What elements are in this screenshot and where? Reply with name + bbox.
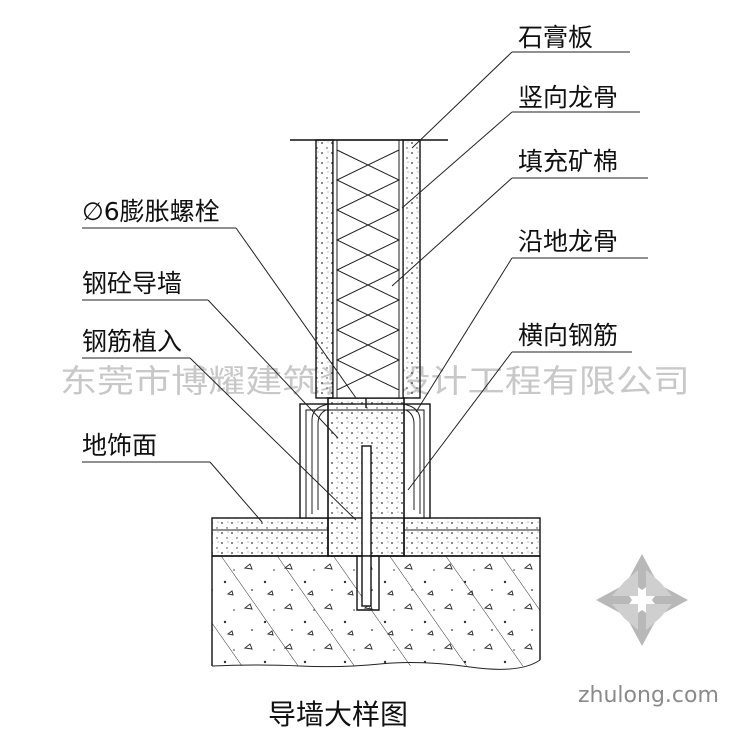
zhulong-logo-icon: [596, 554, 688, 646]
implanted-rebar: [356, 445, 380, 611]
base-slab: [211, 555, 541, 670]
label-floor-finish: 地饰面: [82, 431, 157, 460]
floor-finish-layer: [211, 517, 541, 557]
label-mineral-wool: 填充矿棉: [518, 147, 618, 176]
label-rebar-implant: 钢筋植入: [82, 327, 182, 356]
zhulong-logo-text: zhulong.com: [578, 683, 719, 708]
label-horizontal-rebar: 横向钢筋: [518, 321, 618, 350]
label-concrete-guide-wall: 钢砼导墙: [82, 269, 182, 298]
diagram-title: 导墙大样图: [268, 698, 408, 731]
label-vertical-keel: 竖向龙骨: [518, 83, 618, 112]
leader-lines: [82, 51, 648, 523]
label-gypsum-board: 石膏板: [518, 23, 593, 52]
partition-wall: [290, 139, 448, 399]
label-expansion-bolt: ∅6膨胀螺栓: [82, 197, 220, 226]
label-floor-keel: 沿地龙骨: [518, 227, 618, 256]
